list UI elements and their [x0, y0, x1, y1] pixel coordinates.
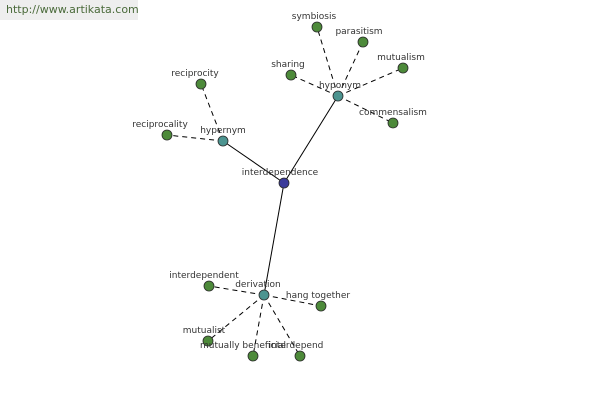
center-interdependence-label: interdependence [242, 168, 319, 178]
edge-derivation-hang-together [263, 294, 322, 307]
leaf-mutualist-label: mutualist [183, 326, 226, 336]
leaf-hang-together-node[interactable] [315, 300, 327, 312]
leaf-reciprocality-label: reciprocality [132, 120, 188, 130]
leaf-hang-together-label: hang together [286, 291, 351, 301]
edge-derivation-mutually-beneficial [252, 294, 265, 357]
leaf-interdepend-label: interdepend [269, 341, 324, 351]
edge-center-derivation [263, 182, 285, 296]
edge-hyponym-parasitism [337, 41, 364, 97]
hub-hypernym-label: hypernym [200, 126, 246, 136]
leaf-reciprocity-node[interactable] [195, 78, 207, 90]
leaf-sharing-node[interactable] [285, 69, 297, 81]
leaf-mutually-beneficial-node[interactable] [247, 350, 259, 362]
edge-hyponym-mutualism [337, 67, 404, 97]
leaf-symbiosis-label: symbiosis [292, 12, 337, 22]
leaf-reciprocity-label: reciprocity [171, 69, 219, 79]
leaf-interdependent-label: interdependent [169, 271, 239, 281]
center-interdependence-node[interactable] [278, 177, 290, 189]
hub-derivation-node[interactable] [258, 289, 270, 301]
leaf-reciprocality-node[interactable] [161, 129, 173, 141]
leaf-parasitism-node[interactable] [357, 36, 369, 48]
edge-hypernym-reciprocity [200, 83, 224, 142]
leaf-commensalism-node[interactable] [387, 117, 399, 129]
edge-center-hyponym [283, 95, 339, 184]
leaf-commensalism-label: commensalism [359, 108, 427, 118]
leaf-interdepend-node[interactable] [294, 350, 306, 362]
edge-hyponym-symbiosis [316, 26, 339, 97]
edge-center-hypernym [222, 140, 285, 184]
leaf-parasitism-label: parasitism [335, 27, 382, 37]
leaf-mutualist-node[interactable] [202, 335, 214, 347]
leaf-symbiosis-node[interactable] [311, 21, 323, 33]
edge-hypernym-reciprocality [166, 134, 224, 142]
leaf-mutualism-node[interactable] [397, 62, 409, 74]
leaf-interdependent-node[interactable] [203, 280, 215, 292]
hub-derivation-label: derivation [235, 280, 281, 290]
leaf-mutualism-label: mutualism [377, 53, 425, 63]
edge-derivation-interdepend [263, 294, 301, 357]
leaf-mutually-beneficial-label: mutually beneficial [200, 341, 286, 351]
hub-hyponym-node[interactable] [332, 90, 344, 102]
hub-hypernym-node[interactable] [217, 135, 229, 147]
edge-hyponym-commensalism [337, 95, 394, 124]
leaf-sharing-label: sharing [271, 60, 305, 70]
edge-derivation-interdependent [208, 285, 265, 296]
edge-derivation-mutualist [207, 294, 265, 342]
watermark-url: http://www.artikata.com [0, 0, 139, 20]
hub-hyponym-label: hyponym [319, 81, 361, 91]
